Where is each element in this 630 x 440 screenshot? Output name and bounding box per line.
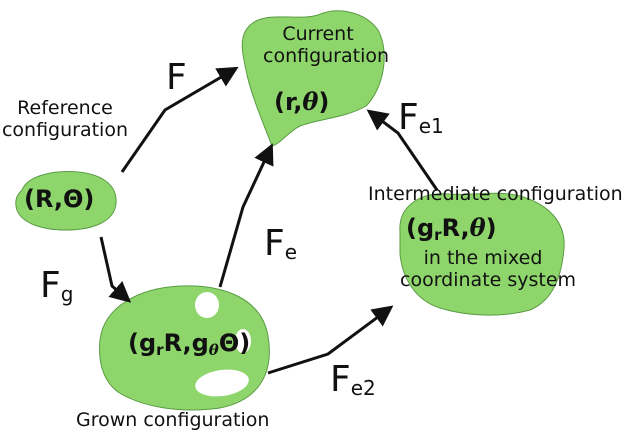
intermediate-s-R: R, xyxy=(441,214,470,242)
intermediate-note-line1: in the mixed xyxy=(423,247,543,269)
intermediate-s-r: r xyxy=(434,226,442,244)
arrow-Fe1 xyxy=(366,109,439,191)
reference-label-line1: Reference xyxy=(17,97,113,119)
reference-configuration-label: Reference configuration xyxy=(0,97,130,142)
map-label-Fe1: Fe1 xyxy=(398,97,444,138)
intermediate-note-line2: coordinate system xyxy=(400,268,577,291)
reference-state: (R,Θ) xyxy=(24,185,95,213)
grown-hole-top xyxy=(195,292,219,318)
intermediate-configuration-blob xyxy=(399,192,565,316)
intermediate-s-open: (g xyxy=(406,214,435,242)
grown-s-end: Θ) xyxy=(218,329,251,357)
current-label-line2: configuration xyxy=(263,44,390,67)
map-label-Fg: Fg xyxy=(40,265,74,306)
grown-s-R: R,g xyxy=(163,329,209,357)
intermediate-s-end: ) xyxy=(485,214,497,242)
current-state-suffix: ) xyxy=(318,88,330,116)
current-configuration-blob xyxy=(241,10,385,147)
grown-hole-bottom xyxy=(195,369,249,397)
intermediate-s-theta: θ xyxy=(469,213,486,242)
map-label-Fe2: Fe2 xyxy=(330,359,376,400)
grown-state: (grR,gθΘ) xyxy=(128,329,251,359)
intermediate-note: in the mixed coordinate system xyxy=(400,247,577,292)
arrow-Fe xyxy=(218,143,274,288)
map-label-F: F xyxy=(166,57,187,98)
current-state-prefix: (r, xyxy=(274,88,303,116)
map-label-Fe: Fe xyxy=(264,223,298,264)
arrow-Fe2 xyxy=(267,305,394,375)
grown-configuration-label: Grown configuration xyxy=(76,409,270,431)
current-label-line1: Current xyxy=(282,23,354,45)
reference-configuration-blob xyxy=(15,171,117,231)
reference-label-line2: configuration xyxy=(1,118,129,141)
intermediate-state: (grR,θ) xyxy=(406,214,497,244)
arrow-Fg xyxy=(99,236,132,303)
current-configuration-label: Current configuration xyxy=(263,23,390,68)
grown-s-r: r xyxy=(156,341,164,359)
current-state-theta: θ xyxy=(302,87,319,116)
intermediate-configuration-label: Intermediate configuration xyxy=(368,183,623,205)
grown-s-theta: θ xyxy=(208,341,219,359)
grown-hole-right xyxy=(235,329,251,353)
arrow-F xyxy=(120,66,239,173)
current-state: (r,θ) xyxy=(274,88,329,117)
grown-s-open: (g xyxy=(128,329,157,357)
